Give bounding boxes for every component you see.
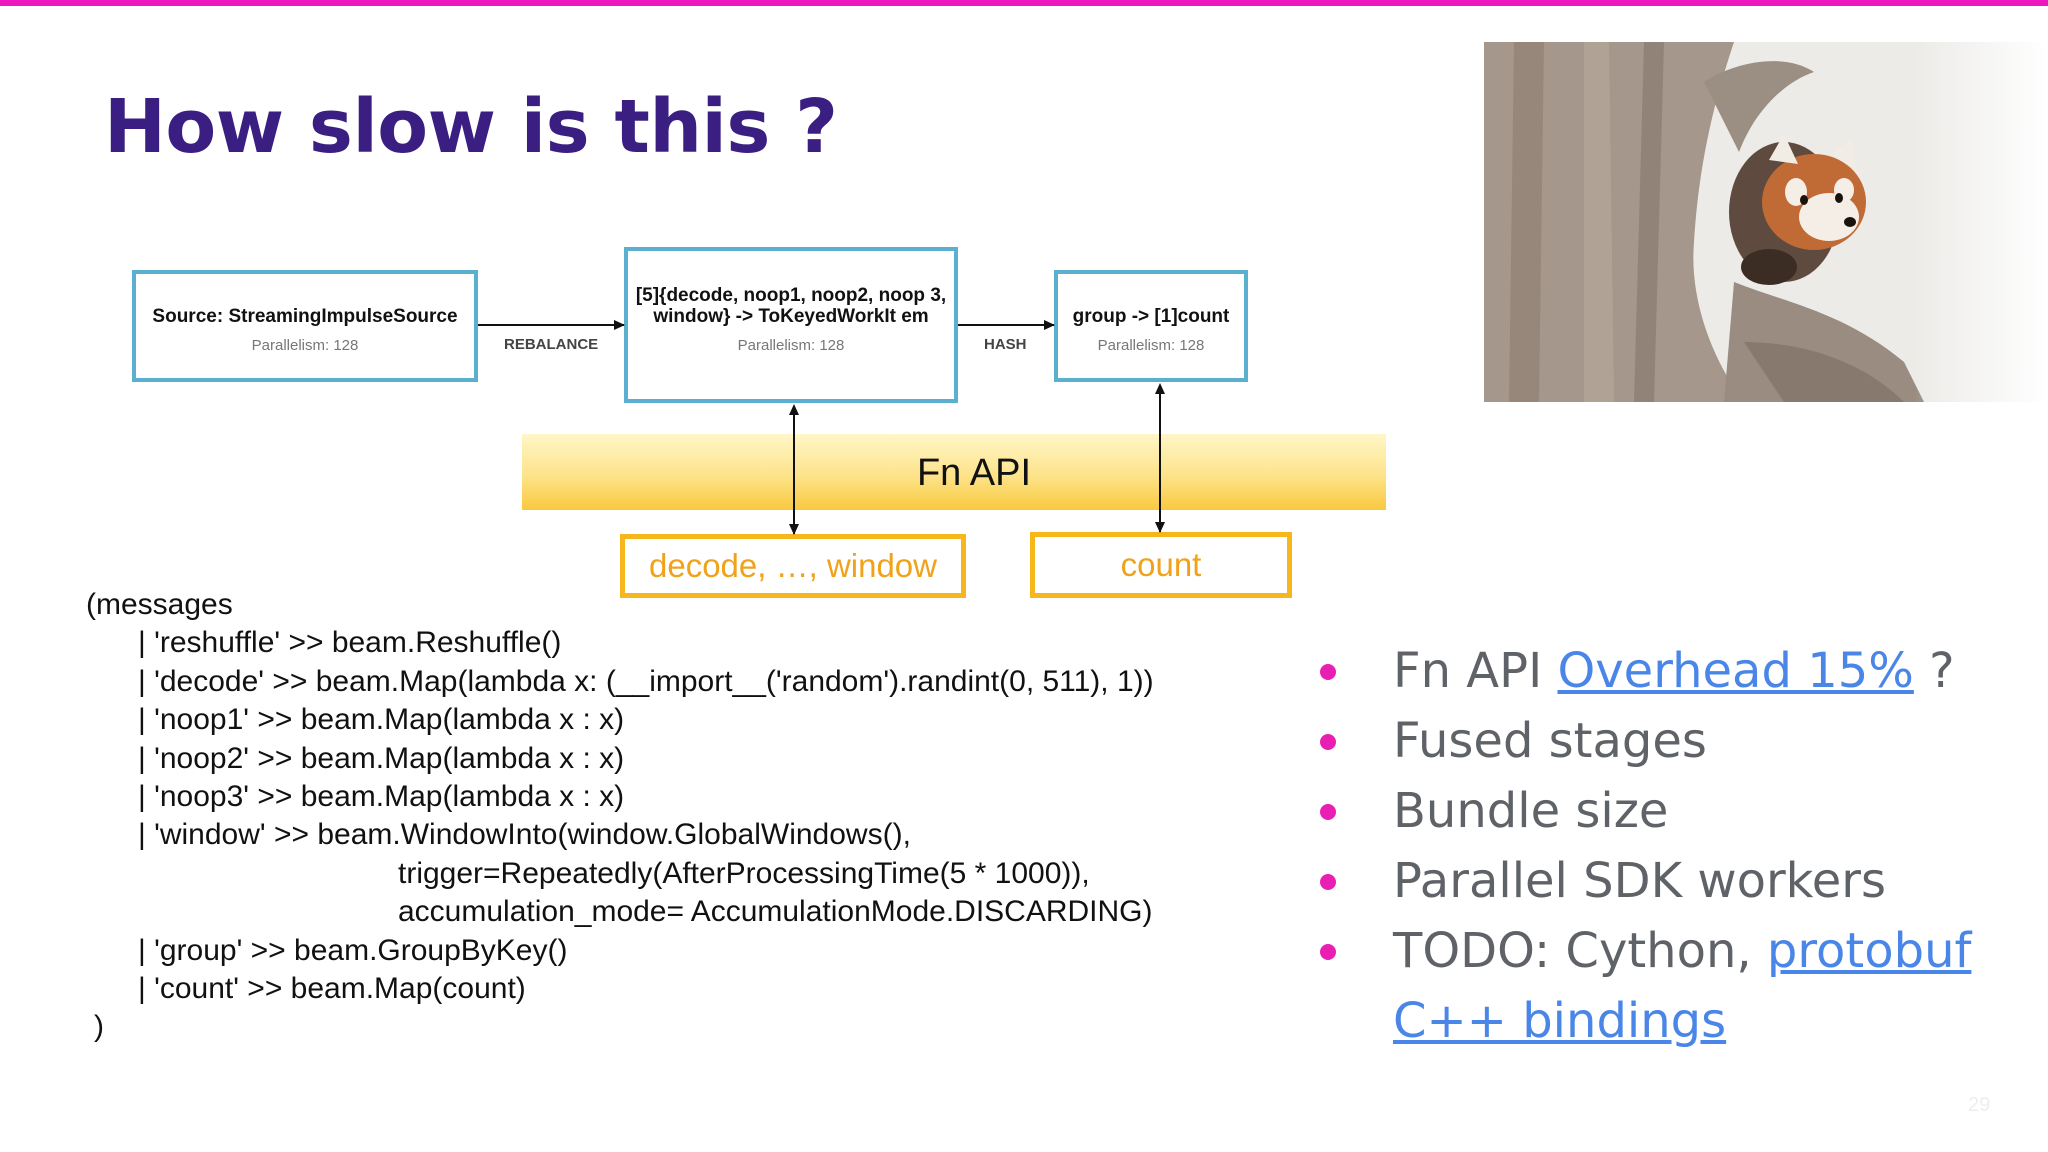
fn-api-label: Fn API (916, 452, 1032, 494)
overhead-link[interactable]: Overhead 15% (1557, 643, 1914, 699)
source-node-parallelism: Parallelism: 128 (251, 337, 359, 354)
page-number: 29 (1968, 1094, 1991, 1116)
code-line: | 'decode' >> beam.Map(lambda x: (__impo… (138, 664, 1154, 698)
bullet-dot-icon (1320, 944, 1336, 960)
bullet-text: Parallel SDK workers (1393, 853, 1887, 909)
code-line: | 'noop2' >> beam.Map(lambda x : x) (138, 741, 625, 775)
bullet-text: Fused stages (1393, 713, 1707, 769)
source-node: Source: StreamingImpulseSource Paralleli… (132, 270, 478, 382)
bullet-dot-icon (1320, 664, 1336, 680)
code-line: trigger=Repeatedly(AfterProcessingTime(5… (398, 856, 1090, 890)
group-count-node-parallelism: Parallelism: 128 (1097, 337, 1205, 354)
code-listing: (messages | 'reshuffle' >> beam.Reshuffl… (86, 586, 1154, 1047)
bullet-dot-icon (1320, 804, 1336, 820)
fused-stage-node-title: [5]{decode, noop1, noop2, noop 3, window… (635, 285, 947, 327)
source-node-title: Source: StreamingImpulseSource (152, 306, 458, 327)
code-line: | 'group' >> beam.GroupByKey() (138, 933, 568, 967)
code-line: | 'noop3' >> beam.Map(lambda x : x) (138, 779, 625, 813)
code-line: | 'window' >> beam.WindowInto(window.Glo… (138, 818, 911, 852)
code-line: (messages (86, 588, 233, 621)
cpp-bindings-link[interactable]: C++ bindings (1393, 993, 1727, 1049)
bullet-dot-icon (1320, 734, 1336, 750)
fused-stage-node: [5]{decode, noop1, noop2, noop 3, window… (624, 247, 958, 403)
bullet-text: Bundle size (1393, 783, 1669, 839)
protobuf-link[interactable]: protobuf (1766, 923, 1972, 979)
group-count-node-title: group -> [1]count (1072, 306, 1230, 327)
fn-api-band: Fn API (522, 434, 1386, 510)
sdk-count-box: count (1030, 532, 1292, 598)
code-line: | 'noop1' >> beam.Map(lambda x : x) (138, 703, 625, 737)
bullet-text: Fn API (1393, 643, 1558, 699)
sdk-decode-window-box: decode, …, window (620, 534, 966, 598)
bullet-text: TODO: Cython, (1393, 923, 1767, 979)
red-panda-photo (1484, 42, 2048, 402)
rebalance-edge-label: REBALANCE (504, 336, 599, 353)
bullet-dot-icon (1320, 874, 1336, 890)
code-line: | 'count' >> beam.Map(count) (138, 971, 526, 1005)
slide-title: How slow is this ? (104, 84, 838, 170)
hash-edge-label: HASH (984, 336, 1027, 353)
group-count-node: group -> [1]count Parallelism: 128 (1054, 270, 1248, 382)
code-line: | 'reshuffle' >> beam.Reshuffle() (138, 626, 562, 660)
accent-bar (0, 0, 2048, 6)
code-line: accumulation_mode= AccumulationMode.DISC… (398, 895, 1153, 929)
code-line: ) (94, 1010, 104, 1044)
fused-stage-node-parallelism: Parallelism: 128 (737, 337, 845, 354)
bullet-text: ? (1913, 643, 1955, 699)
